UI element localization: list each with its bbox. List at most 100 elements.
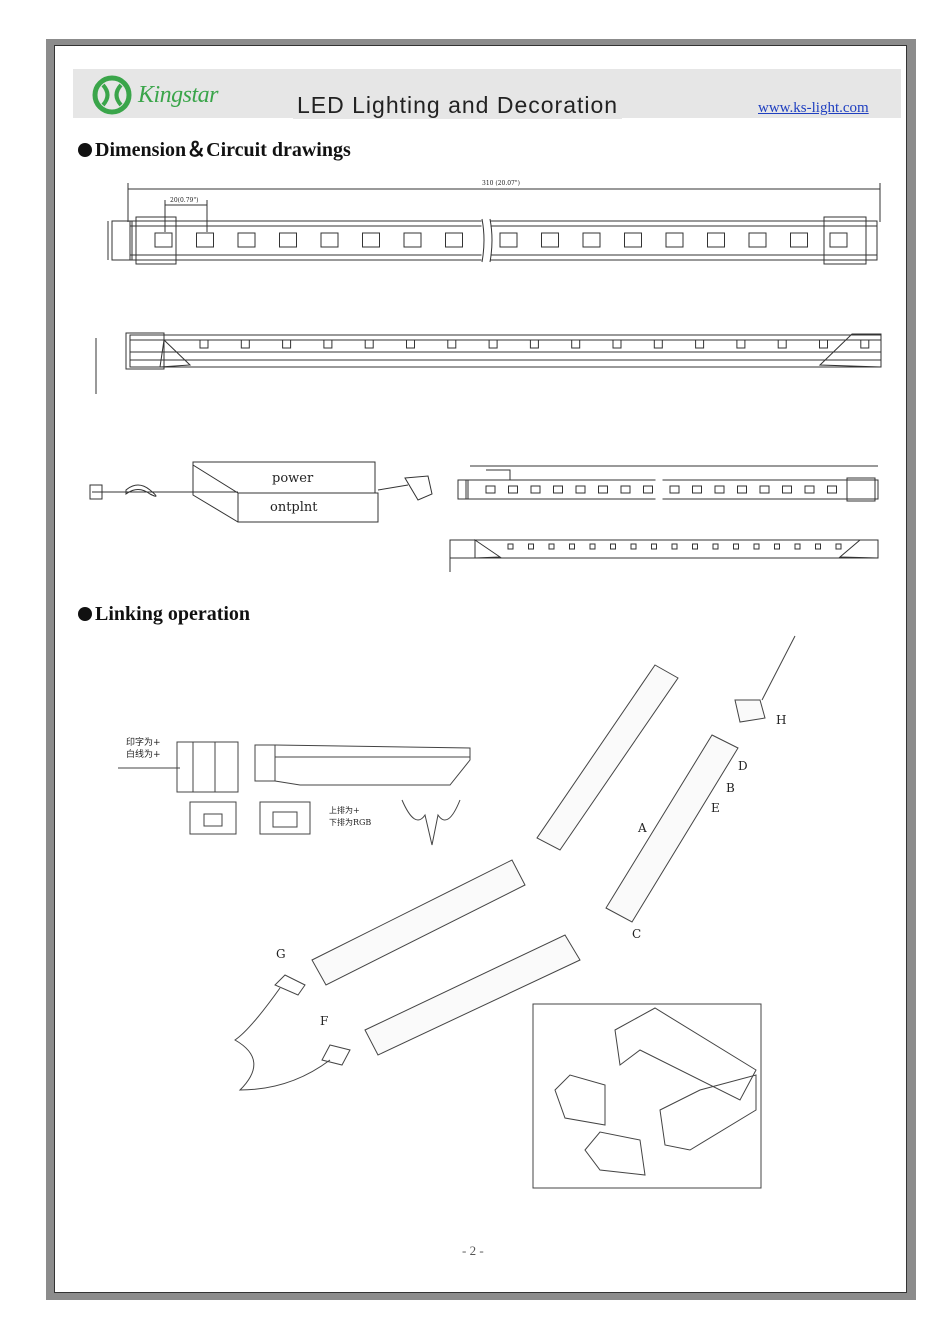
led-chip xyxy=(651,543,657,550)
led-chip xyxy=(154,232,173,248)
led-chip xyxy=(548,543,555,550)
led-chip xyxy=(488,339,498,349)
cable-jumper xyxy=(234,974,351,1091)
led-chip xyxy=(529,339,539,349)
part-label-a: A xyxy=(637,821,647,835)
section-title-linking: Linking operation xyxy=(78,603,250,626)
led-chip xyxy=(571,339,581,349)
part-label-b: B xyxy=(726,781,735,795)
detail-inset xyxy=(532,1003,762,1189)
strip-mini-top-view xyxy=(449,465,879,572)
led-chip xyxy=(447,339,457,349)
part-label-d: D xyxy=(738,759,748,773)
led-chip xyxy=(669,485,680,494)
led-chip xyxy=(485,485,496,494)
led-chip xyxy=(282,339,292,349)
led-chip xyxy=(665,232,684,248)
page-frame xyxy=(54,45,907,1293)
connector-note-left-2: 白线为+ xyxy=(126,748,161,760)
led-chip xyxy=(612,339,622,349)
overall-length-label: 310 (20.07") xyxy=(482,180,520,187)
led-chip xyxy=(507,543,514,550)
led-chip xyxy=(362,232,380,248)
led-chip xyxy=(630,543,637,550)
led-chip xyxy=(835,543,842,550)
pitch-label: 20(0.79") xyxy=(170,197,198,204)
led-chip xyxy=(499,232,518,248)
brand-name: Kingstar xyxy=(138,82,219,108)
connector-details xyxy=(118,741,471,846)
led-chip xyxy=(860,339,870,349)
led-chip xyxy=(782,485,792,494)
led-chip xyxy=(528,543,534,550)
power-supply-drawing xyxy=(89,461,433,523)
led-chip xyxy=(406,339,415,349)
bullet-icon xyxy=(78,143,92,157)
led-chip xyxy=(237,232,256,248)
linked-tubes xyxy=(311,635,796,1056)
led-chip xyxy=(569,543,575,550)
power-label: power xyxy=(272,471,314,486)
website-link[interactable]: www.ks-light.com xyxy=(758,100,869,116)
led-chip xyxy=(553,485,563,494)
led-chip xyxy=(692,543,698,550)
led-chip xyxy=(671,543,678,550)
led-chip xyxy=(624,232,642,248)
led-chip xyxy=(712,543,719,550)
connector-note-right-2: 下排为RGB xyxy=(329,817,371,827)
led-chip xyxy=(774,543,780,550)
led-chip xyxy=(695,339,705,349)
led-chip xyxy=(620,485,631,494)
section-title-dimension: Dimension＆Circuit drawings xyxy=(78,133,351,162)
led-chip xyxy=(804,485,815,494)
kingstar-logo-icon xyxy=(92,75,132,115)
led-chip xyxy=(748,232,767,248)
led-chip xyxy=(653,339,663,349)
led-chip xyxy=(733,543,739,550)
page-number: - 2 - xyxy=(462,1243,484,1258)
page-title: LED Lighting and Decoration xyxy=(293,92,623,119)
led-chip xyxy=(692,485,702,494)
part-label-f: F xyxy=(320,1014,328,1028)
led-chip xyxy=(714,485,725,494)
led-chip xyxy=(279,232,297,248)
led-chip xyxy=(815,543,821,550)
output-label: ontplnt xyxy=(270,500,318,515)
part-label-h: H xyxy=(776,713,786,727)
led-chip xyxy=(320,232,339,248)
led-chip xyxy=(736,339,746,349)
led-chip xyxy=(364,339,374,349)
part-label-c: C xyxy=(632,927,641,941)
led-chip xyxy=(582,232,601,248)
led-chip xyxy=(643,485,653,494)
led-chip xyxy=(829,232,848,248)
led-chip xyxy=(790,232,808,248)
led-chip xyxy=(196,232,214,248)
led-chip xyxy=(508,485,518,494)
led-chip xyxy=(589,543,596,550)
bullet-icon xyxy=(78,607,92,621)
led-chip xyxy=(737,485,747,494)
led-chip xyxy=(240,339,250,349)
connector-note-right-1: 上排为+ xyxy=(329,805,360,815)
led-chip xyxy=(541,232,559,248)
led-chip xyxy=(777,339,787,349)
led-chip xyxy=(403,232,422,248)
led-chip xyxy=(575,485,586,494)
led-chip xyxy=(445,232,463,248)
led-chip xyxy=(753,543,760,550)
strip-side-view xyxy=(95,332,882,394)
led-chip xyxy=(530,485,541,494)
led-chip xyxy=(707,232,725,248)
strip-top-view xyxy=(129,220,878,261)
led-chip xyxy=(759,485,770,494)
led-chip xyxy=(598,485,608,494)
led-chip xyxy=(794,543,801,550)
part-label-e: E xyxy=(711,801,720,815)
led-chip xyxy=(827,485,837,494)
led-chip xyxy=(610,543,616,550)
part-label-g: G xyxy=(276,947,286,961)
connector-note-left-1: 印字为+ xyxy=(126,736,161,748)
led-chip xyxy=(199,339,209,349)
